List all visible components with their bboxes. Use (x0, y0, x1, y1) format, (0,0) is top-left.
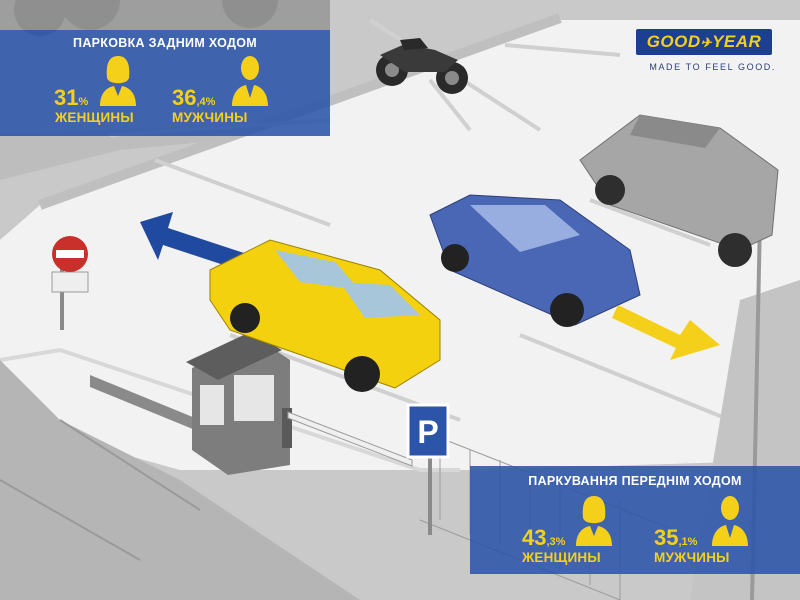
reverse-women-value: 31% (54, 85, 89, 110)
forward-men-label: МУЖЧИНЫ (654, 550, 730, 565)
convertible-car (579, 114, 779, 267)
trees (14, 0, 278, 36)
yellow-pickup (209, 239, 441, 392)
woman-icon (576, 496, 612, 546)
forward-parking-panel: ПАРКУВАННЯ ПЕРЕДНІМ ХОДОМ 43,3% ЖЕНЩИНЫ … (470, 466, 800, 574)
barrier-gate-icon (282, 408, 413, 467)
reverse-women-label: ЖЕНЩИНЫ (55, 110, 134, 125)
forward-arrow (612, 305, 720, 360)
parking-sign-icon: P (406, 403, 450, 535)
man-icon (232, 56, 268, 106)
woman-icon (100, 56, 136, 106)
man-icon (712, 496, 748, 546)
logo-slogan: MADE TO FEEL GOOD. (649, 62, 776, 72)
motorcycle-icon (376, 38, 468, 94)
reverse-parking-title: ПАРКОВКА ЗАДНИМ ХОДОМ (73, 36, 257, 50)
goodyear-logo: GOOD✈YEAR (636, 29, 772, 55)
no-entry-sign-icon (51, 236, 89, 330)
parking-sign-letter: P (417, 414, 438, 450)
forward-women-label: ЖЕНЩИНЫ (522, 550, 601, 565)
reverse-men-label: МУЖЧИНЫ (172, 110, 248, 125)
forward-women-value: 43,3% (522, 525, 566, 550)
reverse-parking-panel: ПАРКОВКА ЗАДНИМ ХОДОМ 31% ЖЕНЩИНЫ 36,4% … (0, 30, 330, 136)
guard-booth-icon (186, 332, 290, 475)
forward-men-value: 35,1% (654, 525, 698, 550)
reverse-men-value: 36,4% (172, 85, 216, 110)
forward-parking-title: ПАРКУВАННЯ ПЕРЕДНІМ ХОДОМ (528, 474, 742, 488)
blue-sedan (429, 194, 641, 327)
reverse-arrow (140, 212, 250, 272)
logo-text: GOOD✈YEAR (646, 32, 762, 51)
